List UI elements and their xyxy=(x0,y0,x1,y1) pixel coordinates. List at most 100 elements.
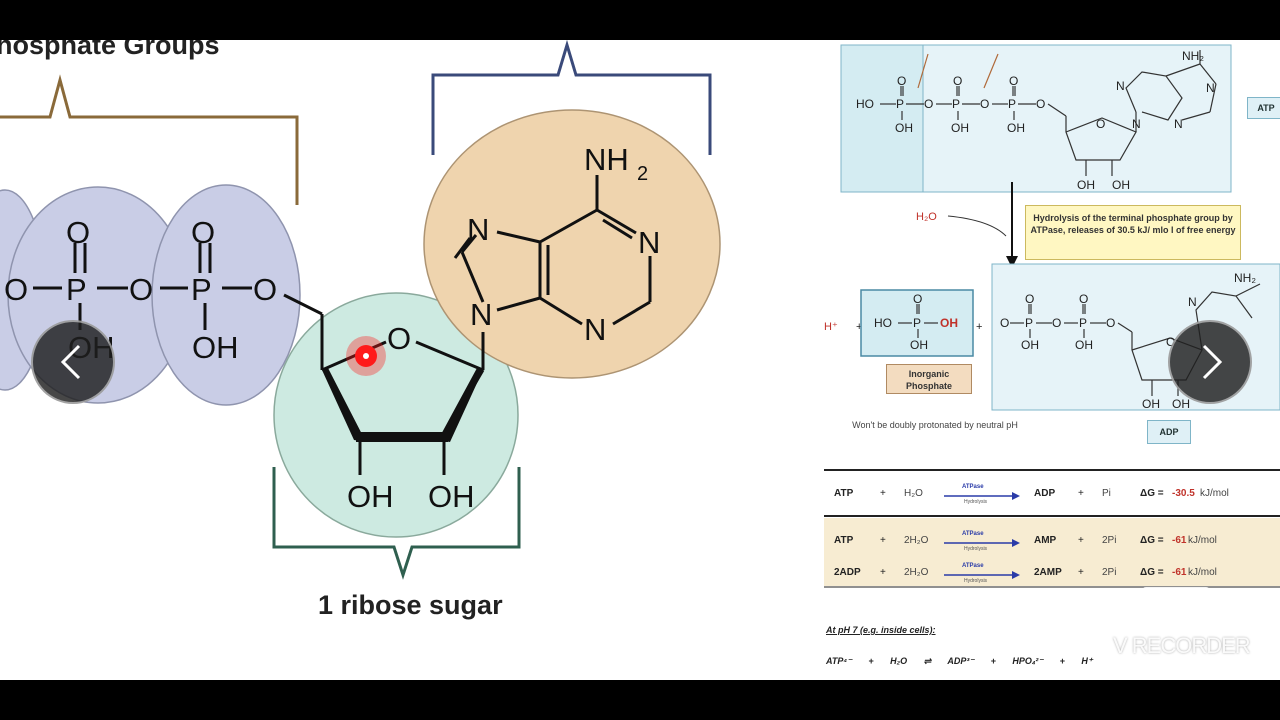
atom-label: O xyxy=(924,97,933,111)
plus-sign: + xyxy=(880,535,886,546)
atom-label: O xyxy=(1000,316,1009,330)
ribose-sugar-label: 1 ribose sugar xyxy=(318,590,503,620)
atom-label: OH xyxy=(1007,121,1025,135)
chevron-right-icon xyxy=(1202,344,1223,380)
atom-label: P xyxy=(1025,316,1033,330)
water-arrow xyxy=(947,215,1007,237)
atom-label: N xyxy=(1132,117,1141,131)
atom-o: O xyxy=(253,272,277,307)
atom-label: O xyxy=(1036,97,1045,111)
atom-p: P xyxy=(66,272,87,307)
atom-label: N xyxy=(1188,295,1197,309)
atp-structure-diagram: O P O P O O O OH OH O OH OH xyxy=(0,40,721,580)
atom-label: OH xyxy=(910,338,928,352)
delta-g-value: -30.5 xyxy=(1172,488,1195,499)
ribose-wedge-right xyxy=(438,368,483,442)
atom-oh: OH xyxy=(347,479,394,514)
equation-row: ATP + 2H₂O ATPase Hydrolysis AMP + 2Pi Δ… xyxy=(824,529,1280,553)
atom-label: OH xyxy=(1075,338,1093,352)
previous-button[interactable] xyxy=(31,320,115,404)
letterbox-top xyxy=(0,0,1280,40)
adp-nh2-label: NH₂ xyxy=(1234,271,1256,285)
ribose-bracket xyxy=(272,467,521,580)
atom-label: P xyxy=(896,97,904,111)
atom-n: N xyxy=(638,225,660,260)
proton-label: H⁺ xyxy=(824,321,838,333)
pointer-arrow xyxy=(917,53,929,89)
water: H₂O xyxy=(904,488,923,499)
atom-label: O xyxy=(1025,292,1034,306)
atom-label: O xyxy=(913,292,922,306)
letterbox-bottom xyxy=(0,680,1280,720)
atom-label: O xyxy=(1096,117,1105,131)
atom-label: O xyxy=(953,74,962,88)
atom-label: O xyxy=(1166,335,1175,349)
atp-phosphate-panel xyxy=(840,44,924,193)
atom-label: OH xyxy=(1021,338,1039,352)
reaction-arrow-icon xyxy=(944,492,1020,500)
reactant: ATP xyxy=(834,535,854,546)
next-button[interactable] xyxy=(1168,320,1252,404)
atom-label: P xyxy=(952,97,960,111)
atom-n: N xyxy=(470,297,492,332)
recorder-watermark-icon xyxy=(1139,587,1213,621)
atp-molecule-panel xyxy=(922,44,1232,193)
atom-label: O xyxy=(1106,316,1115,330)
ionized-equation: ATP⁴⁻ + H₂O ⇌ ADP³⁻ + HPO₄²⁻ + H⁺ xyxy=(826,656,1093,666)
atom-nh2: NH xyxy=(584,142,629,177)
delta-g-value: -61 xyxy=(1172,567,1187,578)
protonation-note: Won't be doubly protonated by neutral pH xyxy=(852,420,1018,430)
atom-o: O xyxy=(387,321,411,356)
atom-label: OH xyxy=(1142,397,1160,411)
atom-label: N xyxy=(1174,117,1183,131)
inorganic-phosphate-panel xyxy=(860,289,974,357)
water: 2H₂O xyxy=(904,535,929,546)
product: ADP xyxy=(1034,488,1056,499)
delta-g-label: ΔG = xyxy=(1140,567,1164,578)
pointer-arrow xyxy=(983,53,999,89)
byproduct: 2Pi xyxy=(1102,535,1117,546)
atom-label: OH xyxy=(1172,397,1190,411)
adenine-bracket xyxy=(431,40,712,155)
atom-label: HO xyxy=(856,97,874,111)
atom-n: N xyxy=(584,312,606,347)
equation-row: 2ADP + 2H₂O ATPase Hydrolysis 2AMP + 2Pi… xyxy=(824,561,1280,585)
atom-label: O xyxy=(897,74,906,88)
delta-g-value: -61 xyxy=(1172,535,1187,546)
atom-label: O xyxy=(980,97,989,111)
delta-g-label: ΔG = xyxy=(1140,535,1164,546)
process-label: Hydrolysis xyxy=(964,546,988,552)
laser-pointer-center xyxy=(363,353,369,359)
recorder-watermark: V RECORDER xyxy=(1113,633,1251,658)
phosphate-bracket xyxy=(0,74,299,205)
delta-g-label: ΔG = xyxy=(1140,488,1164,499)
process-label: Hydrolysis xyxy=(964,499,988,505)
enzyme-label: ATPase xyxy=(962,484,984,490)
plus-sign: + xyxy=(856,321,862,333)
atom-p: P xyxy=(191,272,212,307)
delta-g-unit: kJ/mol xyxy=(1188,535,1217,546)
reactant: 2ADP xyxy=(834,567,861,578)
ribose-wedge-bottom xyxy=(356,432,448,442)
delta-g-unit: kJ/mol xyxy=(1200,488,1229,499)
byproduct: 2Pi xyxy=(1102,567,1117,578)
atom-oh: OH xyxy=(192,330,239,365)
water-label: H₂O xyxy=(916,211,937,223)
table-highlight-band xyxy=(824,518,1280,586)
plus-sign: + xyxy=(1078,488,1084,499)
reaction-arrow-icon xyxy=(944,539,1020,547)
atom-label: N xyxy=(1116,79,1125,93)
atom-label: P xyxy=(913,316,921,330)
ribose-wedge-left xyxy=(322,368,366,442)
water: 2H₂O xyxy=(904,567,929,578)
atp-badge: ATP xyxy=(1247,97,1280,119)
atom-label: OH xyxy=(895,121,913,135)
atom-n: N xyxy=(467,212,489,247)
plus-sign: + xyxy=(976,321,982,333)
delta-g-unit: kJ/mol xyxy=(1188,567,1217,578)
atom-o: O xyxy=(4,272,28,307)
atp-nh2-label: NH₂ xyxy=(1182,49,1204,63)
enzyme-label: ATPase xyxy=(962,531,984,537)
phosphate-circle-3 xyxy=(151,184,301,406)
video-frame: O P O P O O O OH OH O OH OH xyxy=(0,40,1280,680)
